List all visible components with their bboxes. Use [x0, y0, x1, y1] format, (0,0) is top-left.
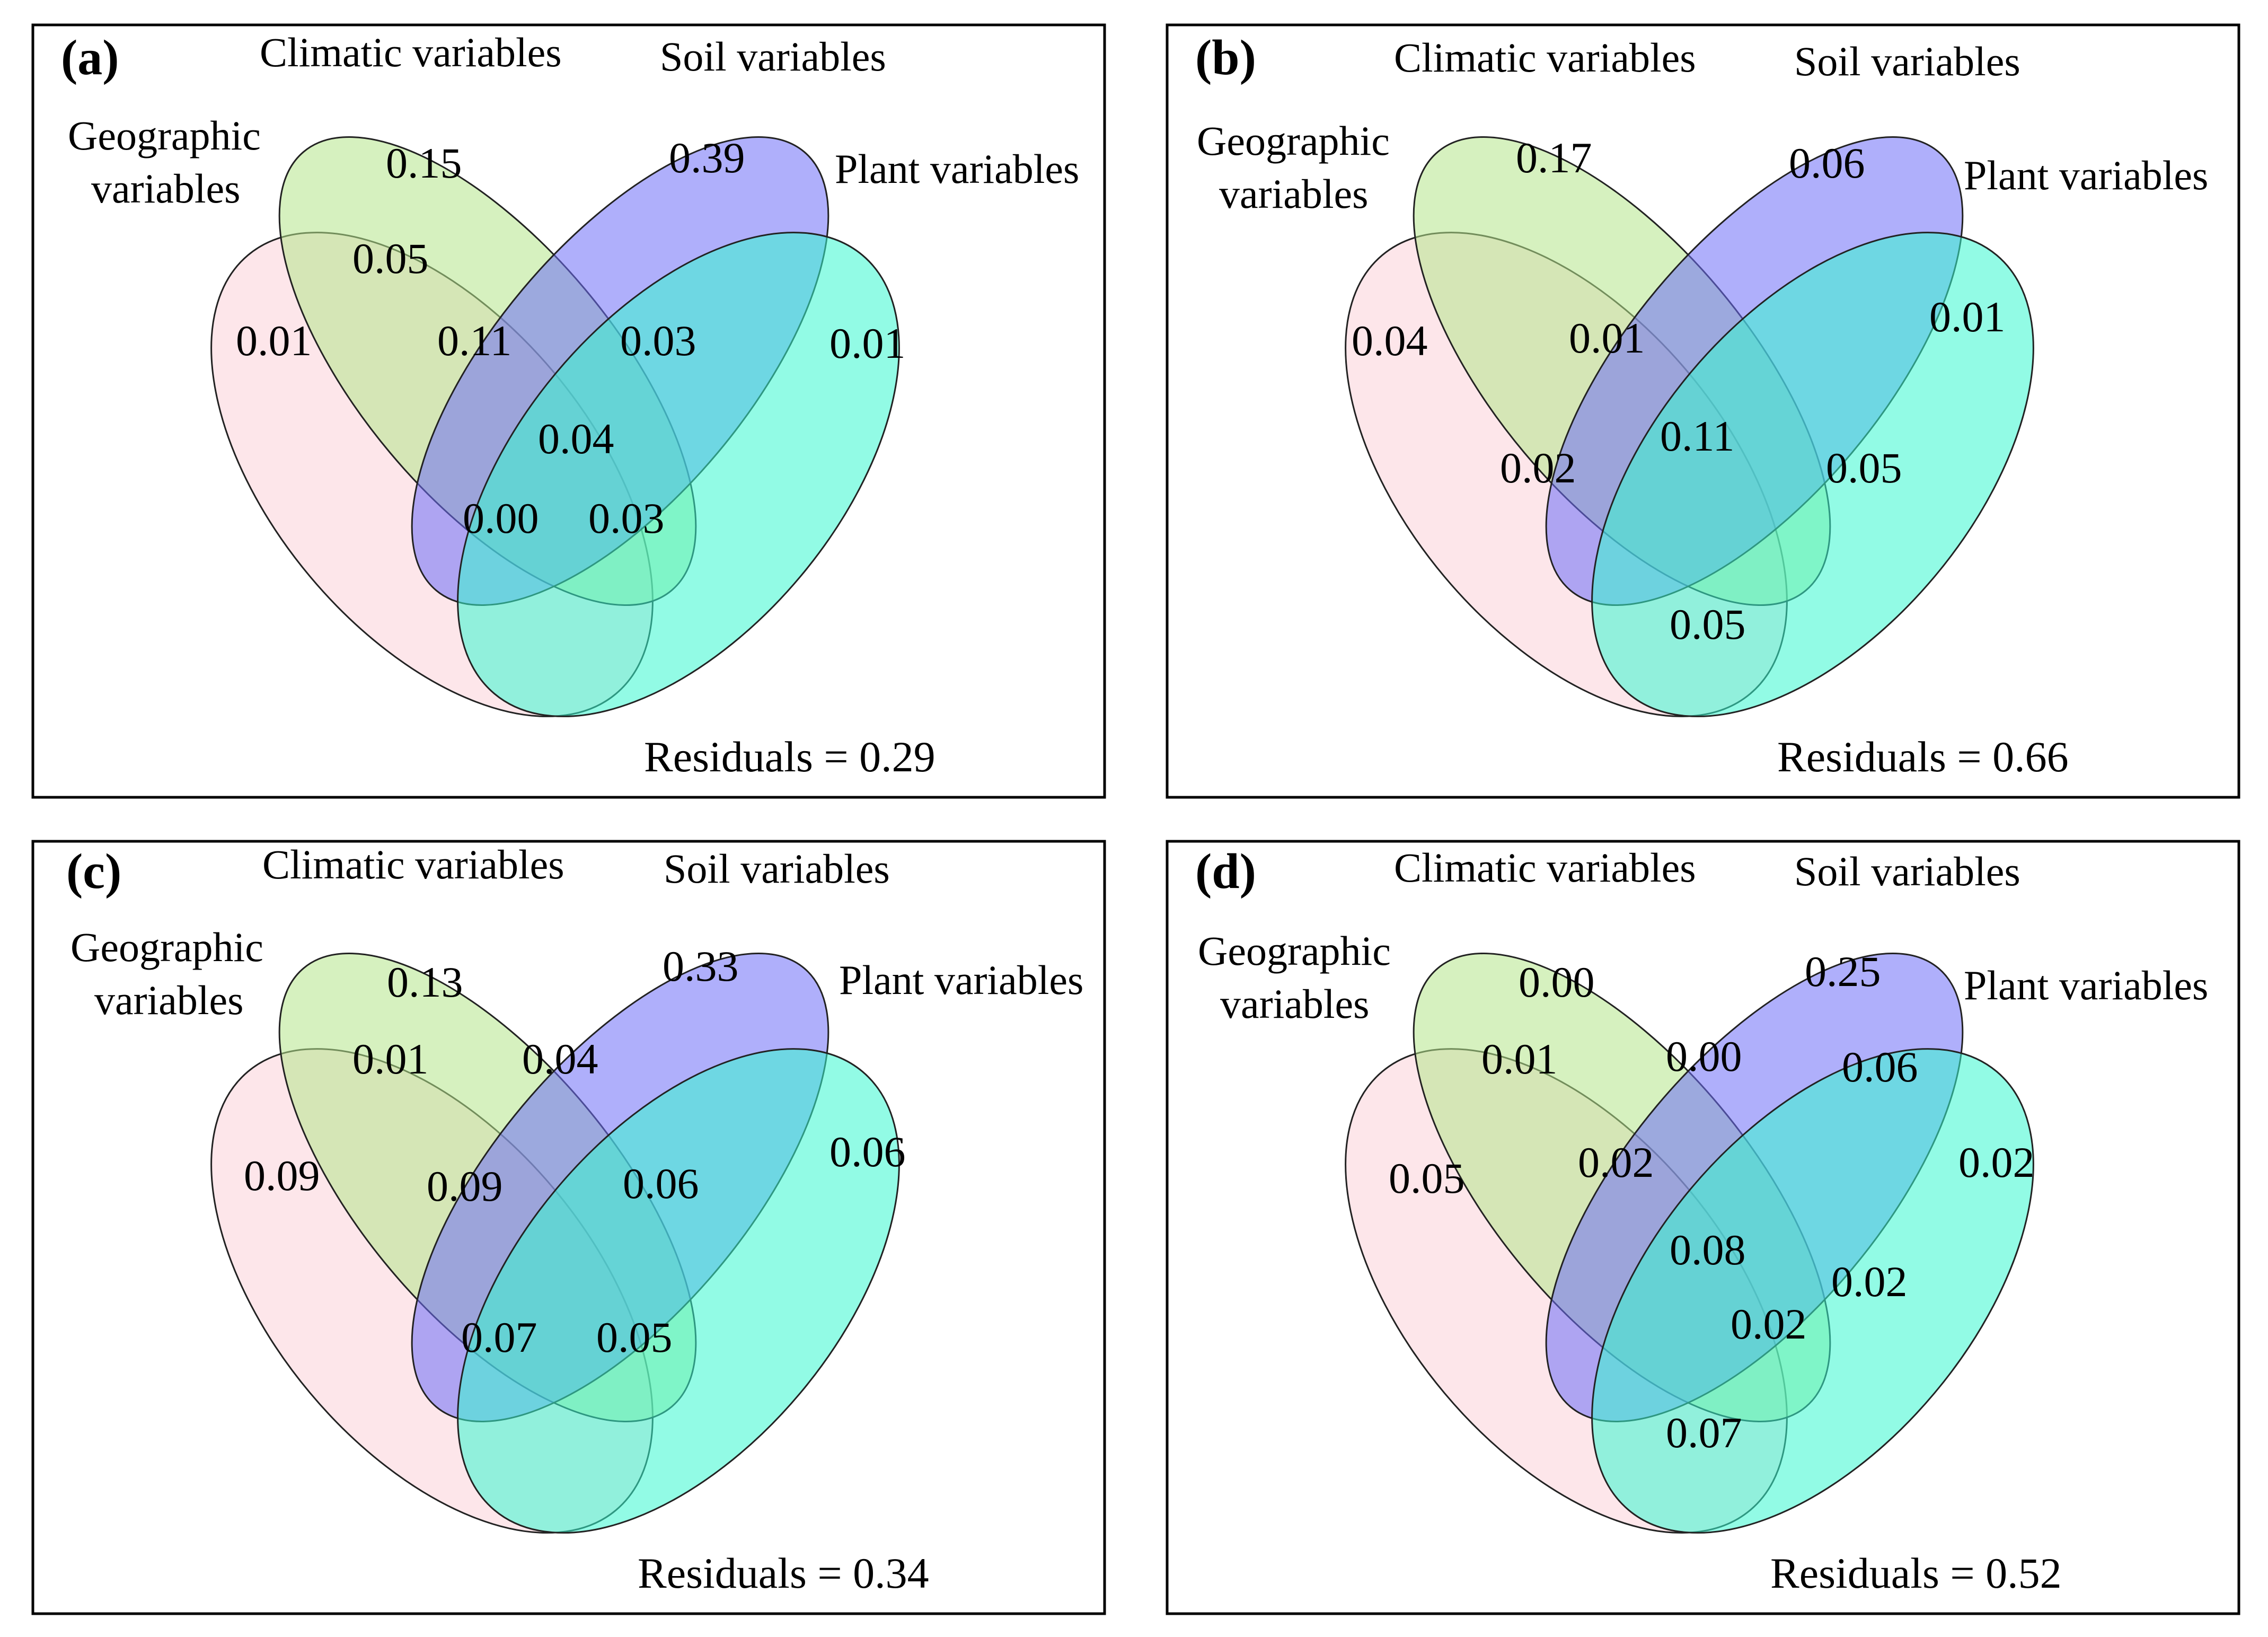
region-all: 0.08: [1670, 1226, 1746, 1274]
soil-label: Soil variables: [660, 33, 886, 80]
region-geographic-only: 0.01: [236, 316, 312, 365]
region-plant-only: 0.01: [829, 319, 906, 367]
region-clim-soil-plant: 0.03: [620, 316, 696, 365]
region-geo-clim-soil: 0.02: [1578, 1138, 1654, 1186]
region-geo-plant: 0.07: [1666, 1409, 1742, 1457]
panel-b: (b) Climatic variables Soil variables Ge…: [1166, 23, 2240, 799]
soil-label: Soil variables: [1794, 38, 2020, 84]
region-clim-plant: 0.05: [1826, 444, 1902, 492]
region-geo-clim-soil: 0.01: [1569, 314, 1645, 362]
region-clim-soil: 0.00: [1666, 1032, 1742, 1080]
panel-d-venn: [1345, 953, 2034, 1534]
panel-letter: (d): [1195, 844, 1256, 899]
region-geo-soil-plant: 0.00: [463, 494, 539, 542]
panel-a-venn: [210, 136, 900, 717]
climatic-label: Climatic variables: [260, 29, 562, 75]
region-clim-plant: 0.02: [1831, 1257, 1908, 1306]
plant-set-ellipse: [1591, 232, 2034, 717]
residuals-label: Residuals = 0.52: [1770, 1549, 2062, 1597]
region-geo-clim-plant: 0.03: [588, 494, 665, 542]
region-geo-clim-soil: 0.11: [437, 316, 511, 365]
region-climatic-only: 0.17: [1516, 134, 1592, 182]
region-climatic-only: 0.13: [387, 958, 463, 1006]
panel-letter: (b): [1195, 30, 1256, 85]
region-soil-only: 0.25: [1805, 947, 1881, 996]
region-geo-clim-plant: 0.05: [596, 1313, 673, 1361]
region-all: 0.04: [538, 415, 614, 463]
plant-label: Plant variables: [1964, 152, 2208, 198]
region-clim-soil-plant: 0.06: [623, 1159, 699, 1208]
panel-c-frame: [31, 840, 1106, 1615]
plant-set-ellipse: [457, 232, 900, 717]
panel-d: (d) Climatic variables Soil variables Ge…: [1166, 840, 2240, 1615]
region-geographic-only: 0.09: [244, 1151, 320, 1200]
region-geo-clim: 0.01: [352, 1035, 429, 1083]
panel-letter: (a): [61, 30, 119, 85]
panel-b-venn: [1345, 136, 2034, 717]
region-geo-clim: 0.01: [1481, 1035, 1558, 1083]
region-geo-clim-soil: 0.09: [427, 1162, 503, 1210]
climatic-label: Climatic variables: [1394, 844, 1696, 891]
geographic-label-line1: Geographic: [68, 112, 261, 159]
region-climatic-only: 0.00: [1519, 958, 1595, 1006]
region-geographic-only: 0.05: [1389, 1154, 1465, 1202]
geographic-label-line2: variables: [94, 977, 244, 1023]
soil-label: Soil variables: [664, 846, 890, 892]
region-climatic-only: 0.15: [386, 139, 462, 187]
panel-c: (c) Climatic variables Soil variables Ge…: [31, 840, 1106, 1615]
geographic-label-line2: variables: [1220, 981, 1370, 1027]
plant-set-ellipse: [1591, 1048, 2034, 1534]
climatic-label: Climatic variables: [1394, 34, 1696, 81]
residuals-label: Residuals = 0.66: [1777, 733, 2069, 781]
plant-label: Plant variables: [835, 146, 1079, 192]
geographic-label-line1: Geographic: [1198, 928, 1391, 974]
geographic-label-line2: variables: [91, 165, 241, 212]
panel-a: (a) Climatic variables Soil variables Ge…: [31, 23, 1106, 799]
region-plant-only: 0.06: [829, 1128, 906, 1176]
region-geographic-only: 0.04: [1352, 316, 1428, 365]
region-geo-clim-plant: 0.02: [1731, 1300, 1807, 1348]
panel-letter: (c): [66, 844, 121, 899]
geographic-label-line2: variables: [1219, 171, 1369, 217]
region-soil-only: 0.39: [669, 134, 745, 182]
soil-label: Soil variables: [1794, 848, 2020, 894]
climatic-label: Climatic variables: [262, 841, 564, 887]
region-geo-soil-plant: 0.07: [461, 1313, 537, 1361]
panel-b-frame: [1166, 23, 2240, 799]
region-soil-only: 0.33: [663, 942, 739, 990]
plant-label: Plant variables: [839, 957, 1083, 1003]
plant-label: Plant variables: [1964, 962, 2208, 1008]
region-geo-plant: 0.05: [1670, 600, 1746, 648]
residuals-label: Residuals = 0.34: [638, 1549, 929, 1597]
region-geo-clim: 0.05: [352, 234, 429, 283]
region-all: 0.11: [1660, 412, 1734, 460]
region-plant-only: 0.01: [1929, 293, 2006, 341]
region-plant-only: 0.02: [1958, 1138, 2035, 1186]
region-soil-plant: 0.06: [1842, 1043, 1918, 1091]
region-soil-only: 0.06: [1789, 139, 1865, 187]
panel-d-frame: [1166, 840, 2240, 1615]
panel-c-venn: [210, 953, 900, 1534]
region-geo-soil: 0.02: [1500, 444, 1576, 492]
geographic-label-line1: Geographic: [70, 924, 263, 970]
plant-set-ellipse: [457, 1048, 900, 1534]
panel-a-frame: [31, 23, 1106, 799]
geographic-label-line1: Geographic: [1197, 118, 1390, 164]
residuals-label: Residuals = 0.29: [644, 733, 936, 781]
region-clim-soil: 0.04: [522, 1035, 598, 1083]
